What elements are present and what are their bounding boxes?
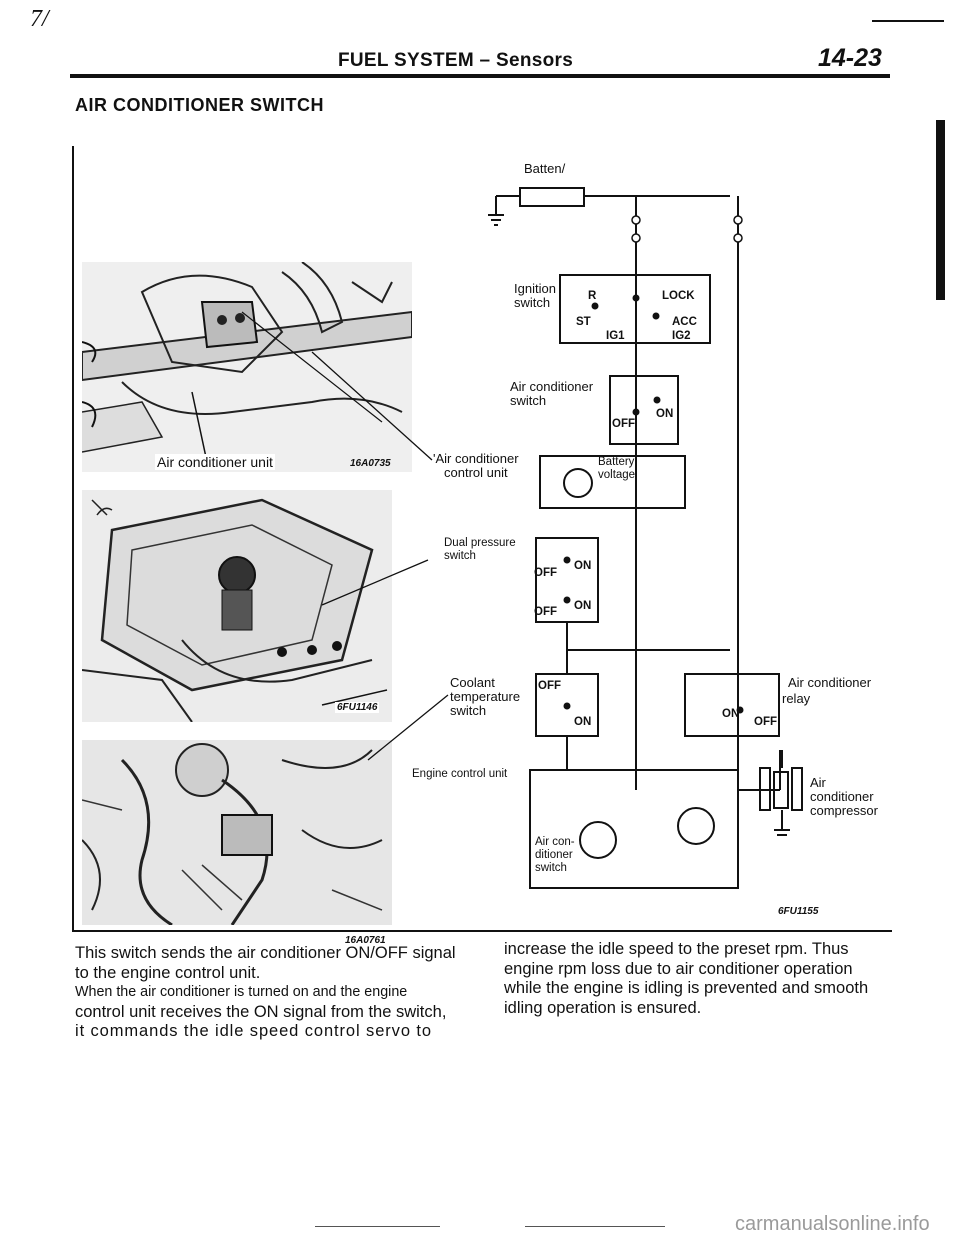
ac-switch-label-2: switch [510, 393, 547, 408]
ignition-st: ST [576, 316, 591, 328]
body-right-line: while the engine is idling is prevented … [504, 979, 869, 997]
compressor-label-1: Air [810, 775, 826, 790]
compressor-label-3: compressor [810, 803, 878, 818]
figure-left-frame [72, 146, 74, 931]
dual-pressure-off-2: OFF [534, 606, 557, 618]
coolant-switch-label-3: switch [450, 703, 487, 718]
ignition-lock: LOCK [662, 290, 695, 302]
compressor-label-2: conditioner [810, 789, 874, 804]
ignition-r: R [588, 290, 597, 302]
ecu-inner-label-1: Air con- [535, 836, 575, 848]
scan-edge-mark [936, 120, 945, 300]
ecu-label: Engine control unit [412, 768, 508, 780]
page-number: 14-23 [818, 44, 882, 72]
ac-relay-label-1: Air conditioner [788, 675, 872, 690]
body-left-line: This switch sends the air conditioner ON… [75, 944, 456, 962]
body-left-line: it commands the idle speed control servo… [75, 1022, 432, 1040]
wiring-diagram [488, 187, 803, 889]
ecu-inner-label-3: switch [535, 862, 567, 874]
photo-air-conditioner-unit [82, 262, 412, 472]
body-left-line: When the air conditioner is turned on an… [75, 984, 408, 1000]
coolant-on: ON [574, 716, 592, 728]
figure-bottom-rule [72, 930, 892, 932]
ignition-switch-label-2: switch [514, 295, 551, 310]
ac-switch-on: ON [656, 408, 674, 420]
battery-voltage-label-2: voltage [598, 469, 636, 481]
diagram-code: 6FU1155 [778, 906, 819, 917]
coolant-switch-label-2: temperature [450, 689, 521, 704]
body-text-left: This switch sends the air conditioner ON… [75, 944, 456, 1042]
ignition-ig1: IG1 [606, 330, 625, 342]
dual-pressure-on-2: ON [574, 600, 592, 612]
photo-label-air-conditioner-unit: Air conditioner unit [155, 454, 275, 470]
photo-dual-pressure-switch [82, 490, 392, 722]
photo-code-top: 16A0735 [350, 458, 391, 469]
top-rule [872, 20, 944, 22]
dual-pressure-switch-label-1: Dual pressure [444, 537, 516, 549]
ac-relay-label-2: relay [782, 691, 811, 706]
footer-rule-right [525, 1226, 665, 1227]
footer-rule-left [315, 1226, 440, 1227]
body-left-line: to the engine control unit. [75, 963, 261, 982]
dual-pressure-off-1: OFF [534, 567, 557, 579]
dual-pressure-on-1: ON [574, 560, 592, 572]
ac-switch-label-1: Air conditioner [510, 379, 594, 394]
page-mark: 7/ [30, 6, 49, 32]
page-header-title: FUEL SYSTEM – Sensors [338, 50, 574, 71]
body-left-line: control unit receives the ON signal from… [75, 1002, 447, 1021]
body-right-line: engine rpm loss due to air conditioner o… [504, 959, 853, 978]
section-title: AIR CONDITIONER SWITCH [75, 95, 324, 115]
ecu-inner-label-2: ditioner [535, 849, 573, 861]
ac-relay-off: OFF [754, 716, 777, 728]
ignition-switch-label-1: Ignition [514, 281, 556, 296]
watermark: carmanualsonline.info [735, 1213, 930, 1235]
ac-control-unit-label-1: 'Air conditioner [433, 451, 519, 466]
ac-switch-off: OFF [612, 418, 635, 430]
body-right-line: idling operation is ensured. [504, 998, 702, 1017]
photo-code-bottom: 16A0761 [345, 935, 386, 946]
photo-coolant-temperature-switch [82, 740, 392, 925]
ac-relay-on: ON [722, 708, 740, 720]
ignition-ig2: IG2 [672, 330, 691, 342]
ac-control-unit-label-2: control unit [444, 465, 508, 480]
coolant-off: OFF [538, 680, 561, 692]
ignition-acc: ACC [672, 316, 697, 328]
photo-code-middle: 6FU1146 [335, 702, 380, 713]
dual-pressure-switch-label-2: switch [444, 550, 476, 562]
battery-voltage-label-1: Battery [598, 456, 635, 468]
body-text-right: increase the idle speed to the preset rp… [504, 940, 868, 1018]
coolant-switch-label-1: Coolant [450, 675, 495, 690]
body-right-line: increase the idle speed to the preset rp… [504, 940, 849, 958]
header-rule [70, 74, 890, 78]
battery-label: Batten/ [524, 161, 566, 176]
